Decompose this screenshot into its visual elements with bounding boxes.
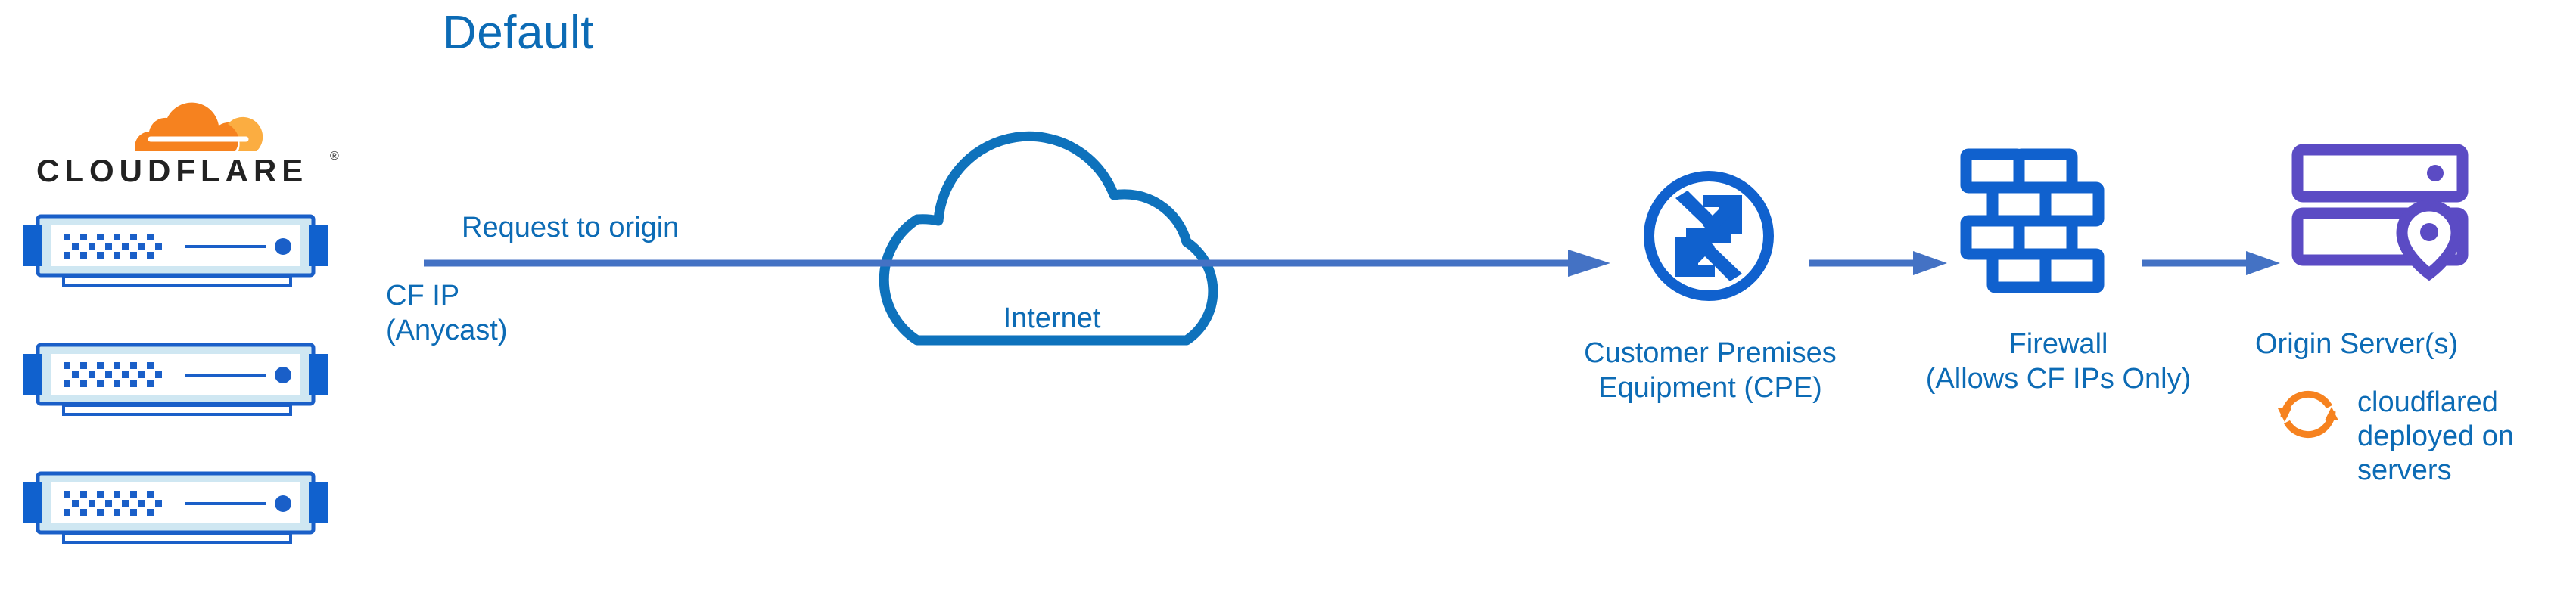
brick-wall-icon <box>1960 148 2105 293</box>
cpe-router <box>1641 168 1777 304</box>
sync-arrows-icon <box>2278 390 2338 439</box>
server-rack-icon <box>23 343 328 416</box>
cloud-outline-icon <box>879 131 1218 346</box>
arrow-icon <box>2142 251 2280 275</box>
label-cpe-line2: Equipment (CPE) <box>1598 372 1822 404</box>
label-firewall-line1: Firewall <box>2008 328 2108 360</box>
cloudflare-edge-server-3 <box>17 466 334 544</box>
label-firewall: Firewall (Allows CF IPs Only) <box>1884 327 2232 396</box>
cloudflare-edge-server-1 <box>17 209 334 287</box>
firewall-node <box>1960 148 2123 299</box>
router-icon <box>1644 171 1774 301</box>
label-cloudflared-note: cloudflared deployed on servers <box>2357 386 2515 486</box>
label-cf-ip-line2: (Anycast) <box>386 315 508 346</box>
cloudflare-cloud-icon <box>135 102 263 151</box>
arrow-icon <box>1809 251 1947 275</box>
server-rack-icon <box>23 214 328 287</box>
origin-server-node <box>2291 144 2488 302</box>
cloudflared-annotation <box>2272 378 2344 451</box>
arrow-cpe-to-firewall <box>1809 247 1952 280</box>
label-cf-ip-line1: CF IP <box>386 280 460 312</box>
cloudflare-wordmark: CLOUDFLARE <box>36 153 309 188</box>
arrow-firewall-to-origin <box>2142 247 2285 280</box>
cloudflare-edge-server-2 <box>17 337 334 416</box>
label-cf-ip: CF IP (Anycast) <box>386 278 507 348</box>
origin-server-icon <box>2291 144 2469 281</box>
label-request-to-origin: Request to origin <box>462 212 680 243</box>
label-cpe-line1: Customer Premises <box>1584 337 1837 369</box>
registered-trademark-icon: ® <box>330 150 339 163</box>
server-rack-icon <box>23 471 328 544</box>
arrow-edge-to-cpe <box>424 247 1619 280</box>
page-title: Default <box>443 7 594 59</box>
label-cpe: Customer Premises Equipment (CPE) <box>1529 336 1892 405</box>
cloudflare-logo: CLOUDFLARE ® <box>36 102 339 204</box>
arrow-icon <box>424 250 1610 277</box>
label-origin-server: Origin Server(s) <box>2255 328 2459 360</box>
label-firewall-line2: (Allows CF IPs Only) <box>1925 363 2192 395</box>
label-internet: Internet <box>1003 302 1101 334</box>
internet-cloud <box>832 106 1271 355</box>
